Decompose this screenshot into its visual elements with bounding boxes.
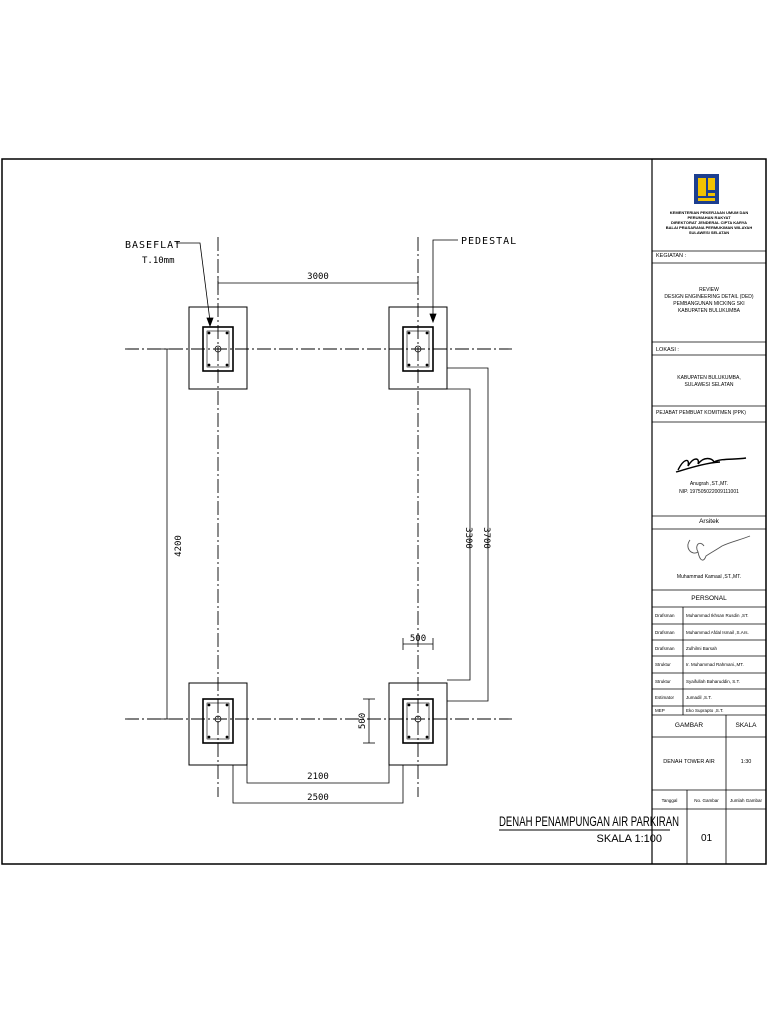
dim-pedestal-height: 500 xyxy=(358,713,368,729)
dim-right-outer: 3700 xyxy=(481,527,491,549)
ministry-logo xyxy=(694,174,719,204)
agency-line: SULAWESI SELATAN xyxy=(688,230,730,235)
personal-label: PERSONAL xyxy=(691,595,727,602)
drawing-labels: BASEFLAT T.10mm PEDESTAL 3000 4200 3300 … xyxy=(125,236,517,803)
dim-left-height: 4200 xyxy=(174,535,184,557)
baseflat-label: BASEFLAT xyxy=(125,240,181,251)
personnel-role: Drafsman xyxy=(655,646,675,651)
no-gambar-value: 01 xyxy=(700,833,713,844)
skala-label: SKALA xyxy=(735,722,757,729)
ppk-nip: NIP. 197505022009111001 xyxy=(679,489,739,495)
kegiatan-line: REVIEW xyxy=(699,287,719,293)
lokasi-block: KABUPATEN BULUKUMBA, SULAWESI SELATAN xyxy=(654,375,764,389)
personnel-role: Struktur xyxy=(655,679,671,684)
baseflat-thickness-label: T.10mm xyxy=(142,256,175,266)
pedestal-bottom-right xyxy=(388,682,448,766)
personnel-name: Muhammad Afdal Ismail ,S.Ars. xyxy=(686,630,749,635)
arsitek-name: Muhammad Kamaal ,ST.,MT. xyxy=(676,574,742,580)
gambar-label: GAMBAR xyxy=(674,722,704,729)
agency-block: KEMENTERIAN PEKERJAAN UMUM DAN PERUMAHAN… xyxy=(654,210,764,235)
personnel-role: MEP xyxy=(655,708,665,713)
personnel-name: Eko Suprapto ,S.T. xyxy=(686,708,724,713)
no-gambar-label: No. Gambar xyxy=(694,798,719,803)
pedestal-bottom-left xyxy=(188,682,248,766)
agency-line: DIREKTORAT JENDERAL CIPTA KARYA xyxy=(671,220,747,225)
grid-lines xyxy=(125,237,512,797)
ppk-signature xyxy=(675,457,747,473)
kegiatan-label: KEGIATAN : xyxy=(656,253,687,259)
drawing-title: DENAH PENAMPUNGAN AIR PARKIRAN xyxy=(499,814,679,829)
sheet-border xyxy=(1,158,767,865)
personnel-name: Muhammad Ikhsan Rusdin ,ST. xyxy=(686,613,749,618)
leaders xyxy=(176,239,458,328)
dim-pedestal-width: 500 xyxy=(410,634,426,644)
arsitek-label: Arsitek xyxy=(699,518,719,525)
pedestal-label: PEDESTAL xyxy=(461,236,517,247)
personnel-role: Struktur xyxy=(655,662,671,667)
arsitek-signature xyxy=(687,535,751,561)
lokasi-line: SULAWESI SELATAN xyxy=(684,382,734,388)
dim-bottom-inner: 2100 xyxy=(307,772,329,782)
ppk-name: Anugrah ,ST.,MT. xyxy=(689,481,729,487)
ppk-label: PEJABAT PEMBUAT KOMITMEN (PPK) xyxy=(656,410,746,416)
agency-line: PERUMAHAN RAKYAT xyxy=(687,215,731,220)
kegiatan-line: KABUPATEN BULUKUMBA xyxy=(677,308,741,314)
dim-right-inner: 3300 xyxy=(463,527,473,549)
dim-bottom-outer: 2500 xyxy=(307,793,329,803)
tanggal-label: Tanggal xyxy=(661,798,678,803)
personnel-name: Jumadil ,S.T. xyxy=(686,695,712,700)
drawing-scale: SKALA 1:100 xyxy=(597,833,662,845)
personnel-name: Syaifullah Baharuddin, S.T. xyxy=(686,679,741,684)
plan-drawing xyxy=(125,237,512,804)
pedestal-top-right xyxy=(388,306,448,390)
lokasi-label: LOKASI : xyxy=(656,347,679,353)
dimension-lines xyxy=(160,276,489,804)
personnel-name: Ir. Muhammad Rahmani.,MT. xyxy=(686,662,744,667)
agency-line: KEMENTERIAN PEKERJAAN UMUM DAN xyxy=(669,210,749,215)
jumlah-gambar-label: Jumlah Gambar xyxy=(729,798,762,803)
personnel-role: Drafsman xyxy=(655,613,675,618)
pedestal-top-left xyxy=(188,306,248,390)
personnel-role: Drafsman xyxy=(655,630,675,635)
dim-top-span: 3000 xyxy=(307,272,329,282)
personnel-name: Zulhilmi Barsah xyxy=(686,646,718,651)
agency-line: BALAI PRASARANA PERMUKIMAN WILAYAH xyxy=(665,225,753,230)
titleblock-grid xyxy=(652,250,766,864)
personnel-role: Estimator xyxy=(655,695,675,700)
kegiatan-line: DESIGN ENGINEERING DETAIL (DED) xyxy=(664,294,754,300)
lokasi-line: KABUPATEN BULUKUMBA, xyxy=(677,375,741,381)
skala-value: 1:30 xyxy=(740,759,752,765)
kegiatan-block: REVIEW DESIGN ENGINEERING DETAIL (DED) P… xyxy=(654,287,764,315)
kegiatan-line: PEMBANGUNAN MICKING SKI xyxy=(673,301,745,307)
gambar-value: DENAH TOWER AIR xyxy=(663,759,715,765)
